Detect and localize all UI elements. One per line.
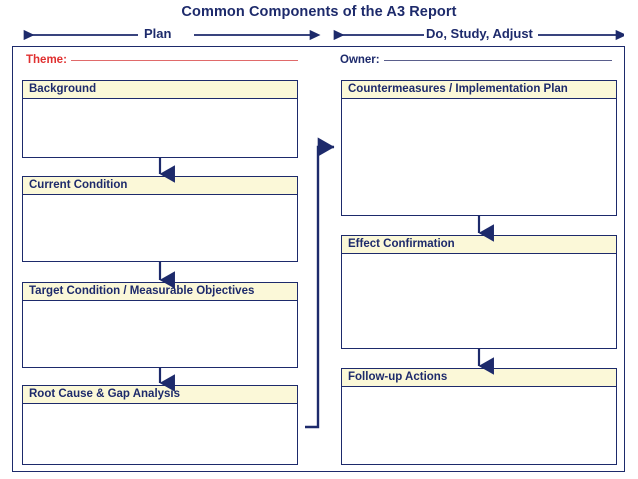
section-body-countermeasures[interactable] <box>342 99 616 215</box>
section-header-current-condition: Current Condition <box>23 177 297 195</box>
section-body-root-cause[interactable] <box>23 404 297 464</box>
section-body-follow-up-actions[interactable] <box>342 387 616 464</box>
section-header-root-cause: Root Cause & Gap Analysis <box>23 386 297 404</box>
section-header-background: Background <box>23 81 297 99</box>
phase-band-do-study-adjust: Do, Study, Adjust <box>326 24 624 44</box>
owner-label: Owner: <box>340 54 380 66</box>
section-body-effect-confirmation[interactable] <box>342 254 616 348</box>
section-body-current-condition[interactable] <box>23 195 297 261</box>
phase-band-plan: Plan <box>14 24 324 44</box>
phase-label-plan: Plan <box>144 26 172 41</box>
section-box-countermeasures[interactable]: Countermeasures / Implementation Plan <box>341 80 617 216</box>
section-box-effect-confirmation[interactable]: Effect Confirmation <box>341 235 617 349</box>
section-title-background: Background <box>29 82 97 95</box>
page-title: Common Components of the A3 Report <box>181 4 457 20</box>
owner-input[interactable] <box>383 60 612 61</box>
section-title-effect-confirmation: Effect Confirmation <box>348 237 455 250</box>
section-title-current-condition: Current Condition <box>29 178 128 191</box>
section-box-root-cause[interactable]: Root Cause & Gap Analysis <box>22 385 298 465</box>
theme-field[interactable]: Theme: <box>26 54 298 70</box>
owner-field[interactable]: Owner: <box>340 54 612 70</box>
plan-arrows-icon <box>23 29 321 41</box>
section-title-target-condition: Target Condition / Measurable Objectives <box>29 284 255 297</box>
section-header-target-condition: Target Condition / Measurable Objectives <box>23 283 297 301</box>
phase-label-do-study-adjust: Do, Study, Adjust <box>426 26 533 41</box>
section-title-countermeasures: Countermeasures / Implementation Plan <box>348 82 568 95</box>
section-header-effect-confirmation: Effect Confirmation <box>342 236 616 254</box>
section-box-current-condition[interactable]: Current Condition <box>22 176 298 262</box>
do-study-adjust-arrows-icon <box>333 29 624 41</box>
arrow-root-cause-to-countermeasures <box>305 137 335 429</box>
section-title-root-cause: Root Cause & Gap Analysis <box>29 387 181 400</box>
section-box-follow-up-actions[interactable]: Follow-up Actions <box>341 368 617 465</box>
section-header-follow-up-actions: Follow-up Actions <box>342 369 616 387</box>
section-box-background[interactable]: Background <box>22 80 298 158</box>
theme-label: Theme: <box>26 54 67 66</box>
section-title-follow-up-actions: Follow-up Actions <box>348 370 448 383</box>
section-header-countermeasures: Countermeasures / Implementation Plan <box>342 81 616 99</box>
section-body-background[interactable] <box>23 99 297 157</box>
section-body-target-condition[interactable] <box>23 301 297 367</box>
section-box-target-condition[interactable]: Target Condition / Measurable Objectives <box>22 282 298 368</box>
theme-input[interactable] <box>70 60 298 61</box>
